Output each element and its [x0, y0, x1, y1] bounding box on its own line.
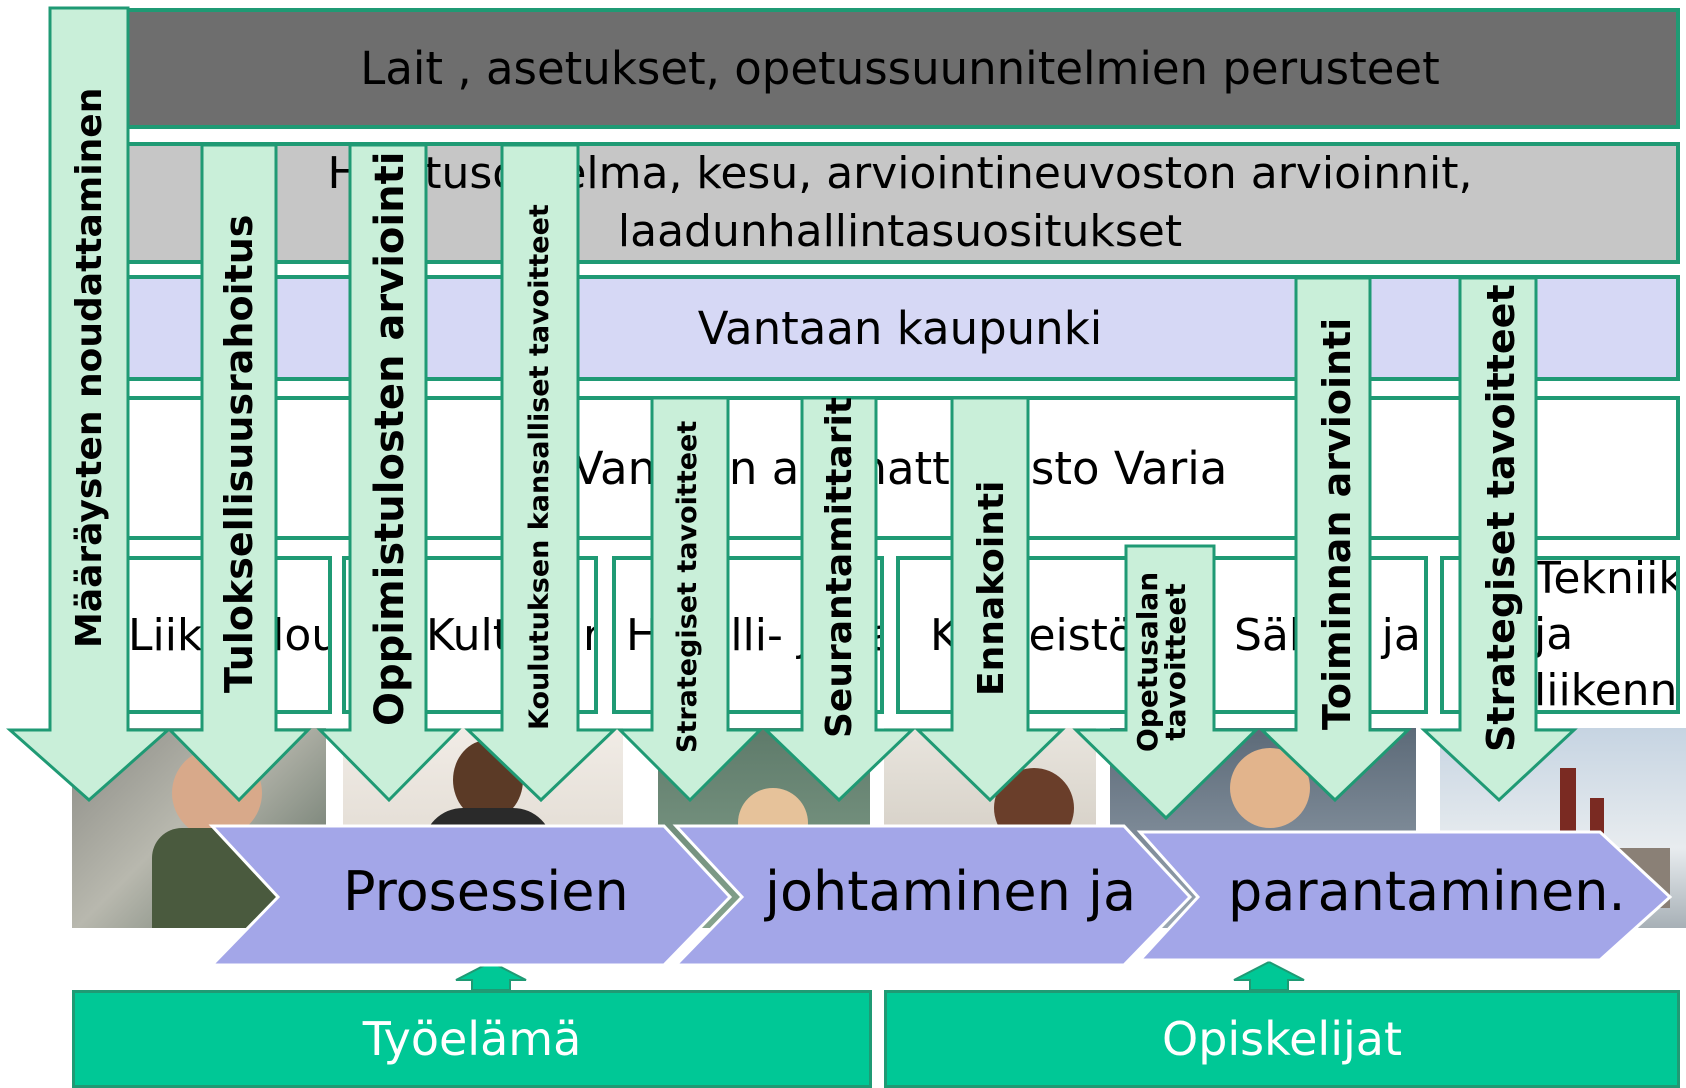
- down-arrow: [1072, 544, 1260, 821]
- up-arrow: [1233, 960, 1305, 991]
- arrow-label: Strategiset tavoitteet: [672, 420, 703, 753]
- arrow-label: Koulutuksen kansalliset tavoitteet: [524, 204, 555, 730]
- arrow-label: Toiminnan arviointi: [1315, 317, 1359, 730]
- stakeholder-students: Opiskelijat: [884, 990, 1680, 1088]
- unit-label: Tekniikka ja liikenne: [1534, 556, 1678, 714]
- arrow-label: Oppimistulosten arviointi: [367, 151, 413, 726]
- stakeholder-label: Opiskelijat: [1161, 1012, 1403, 1066]
- process-chevron: [672, 824, 1193, 967]
- process-chevron: [1136, 830, 1673, 962]
- arrow-label: Tuloksellisuusrahoitus: [217, 214, 261, 693]
- layer-laws-label: Lait , asetukset, opetussuunnitelmien pe…: [360, 42, 1440, 95]
- arrow-label: Määräysten noudattaminen: [69, 87, 110, 648]
- down-arrow: [616, 396, 764, 803]
- layer-plan-label-2: laadunhallintasuositukset: [617, 206, 1183, 257]
- arrow-label: Ennakointi: [971, 480, 1012, 696]
- down-arrow: [464, 143, 618, 803]
- process-label-1: Prosessien: [343, 860, 629, 923]
- layer-laws: Lait , asetukset, opetussuunnitelmien pe…: [120, 8, 1680, 129]
- down-arrow: [914, 396, 1066, 803]
- arrow-label: Opetusalan tavoitteet: [1131, 571, 1192, 752]
- process-label-2: johtaminen ja: [765, 860, 1137, 923]
- layer-city-label: Vantaan kaupunki: [697, 301, 1103, 355]
- down-arrow: [1258, 276, 1412, 803]
- down-arrow: [6, 6, 172, 803]
- down-arrow: [762, 396, 916, 803]
- arrow-label: Strategiset tavoitteet: [1479, 284, 1523, 752]
- down-arrow: [316, 143, 462, 803]
- process-chevron: [208, 824, 733, 967]
- process-label-3: parantaminen.: [1228, 860, 1626, 923]
- down-arrow: [1420, 276, 1578, 803]
- arrow-label: Seurantamittarit: [819, 396, 860, 738]
- down-arrow: [166, 143, 312, 803]
- up-arrow: [455, 960, 527, 991]
- stakeholder-label: Työelämä: [362, 1012, 582, 1066]
- stakeholder-working-life: Työelämä: [72, 990, 872, 1088]
